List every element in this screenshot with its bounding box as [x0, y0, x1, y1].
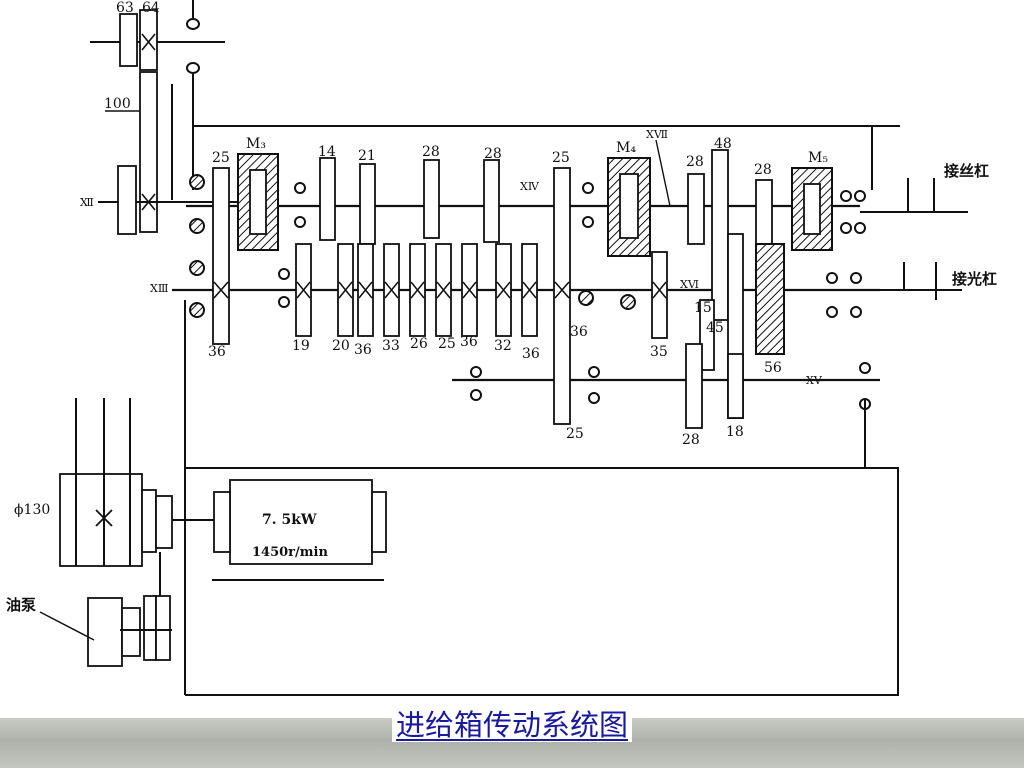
tooth-label-100: 100 — [104, 96, 131, 112]
clutch-label-m5: M₅ — [808, 150, 828, 166]
tooth-label-28-d: 28 — [754, 162, 772, 178]
shaft-label-xvi: ⅩⅥ — [680, 278, 699, 291]
slide-caption-text: 进给箱传动系统图 — [391, 708, 632, 742]
bearing-rings — [278, 182, 871, 410]
tooth-label-28-a: 28 — [422, 144, 440, 160]
tooth-label-26: 26 — [410, 336, 428, 352]
oil-pump-gear-b — [155, 595, 171, 661]
gear-28-b — [483, 159, 500, 243]
tooth-label-28-b: 28 — [484, 146, 502, 162]
tooth-label-64: 64 — [142, 0, 160, 16]
gear-28-c — [687, 173, 705, 245]
gear-35-hub — [652, 281, 667, 299]
tooth-label-28-c: 28 — [686, 154, 704, 170]
gear-64-hub-mark — [141, 33, 156, 51]
tooth-label-48: 48 — [714, 136, 732, 152]
gear-xii-hub-mark — [141, 193, 156, 211]
label-to-feedrod: 接光杠 — [952, 270, 997, 288]
tooth-label-18: 18 — [726, 424, 744, 440]
pulley-small-1 — [141, 489, 157, 553]
label-oil-pump: 油泵 — [6, 596, 36, 614]
tooth-label-63: 63 — [116, 0, 134, 16]
tooth-label-20: 20 — [332, 338, 350, 354]
oil-pump-gear-a — [143, 595, 157, 661]
oil-pump-leader — [39, 611, 95, 641]
gear-48 — [711, 149, 729, 321]
tooth-label-36-a: 36 — [208, 344, 226, 360]
gear-14 — [319, 157, 336, 241]
gear-63 — [119, 13, 138, 67]
gear-18 — [727, 353, 744, 419]
label-to-leadscrew: 接丝杠 — [944, 162, 989, 180]
tooth-label-28-e: 28 — [682, 432, 700, 448]
tooth-label-36-d: 36 — [522, 346, 540, 362]
tooth-label-36-e: 36 — [570, 324, 588, 340]
tooth-label-25-d: 25 — [566, 426, 584, 442]
drive-frame-line — [185, 467, 899, 696]
bearing-top-1 — [186, 18, 200, 30]
tooth-label-45: 45 — [706, 320, 724, 336]
gear-21 — [359, 163, 376, 245]
tooth-label-35: 35 — [650, 344, 668, 360]
clutch-m3-core — [249, 169, 267, 235]
pulley-hub-mark — [95, 509, 113, 527]
gear-25-left — [212, 167, 230, 345]
gear-100 — [139, 71, 158, 233]
gear-xii-left — [117, 165, 137, 235]
tooth-label-25-b: 25 — [438, 336, 456, 352]
clutch-label-m3: M₃ — [246, 136, 266, 152]
clutch-label-m4: M₄ — [616, 140, 636, 156]
lower-gear-hub-marks — [296, 281, 537, 299]
gear-15 — [699, 299, 715, 371]
bearing-set-left — [189, 174, 205, 318]
pulley-small-2 — [155, 495, 173, 549]
shaft-xvii-leader — [655, 139, 671, 207]
motor-speed: 1450r/min — [252, 545, 328, 560]
oil-pump-body — [87, 597, 123, 667]
gear-28-a — [423, 159, 440, 239]
tooth-label-19: 19 — [292, 338, 310, 354]
shaft-label-xv: ⅩⅤ — [806, 374, 823, 387]
motor-end-right — [371, 491, 387, 553]
motor-end-left — [213, 491, 231, 553]
tooth-label-14: 14 — [318, 144, 336, 160]
gear-25-hub-mark — [213, 281, 229, 299]
shaft-label-xvii: ⅩⅦ — [646, 128, 668, 141]
tooth-label-36-b: 36 — [354, 342, 372, 358]
gear-56 — [755, 243, 785, 355]
gear-28-d — [755, 179, 773, 245]
shaft-label-xii: Ⅻ — [80, 196, 94, 209]
tooth-label-15: 15 — [694, 300, 712, 316]
clutch-m5-core — [803, 183, 821, 235]
gear-35 — [651, 251, 668, 339]
bearing-set-mid — [578, 290, 636, 310]
tooth-label-56: 56 — [764, 360, 782, 376]
shaft-label-xiii: ⅩⅢ — [150, 282, 168, 295]
tooth-label-33: 33 — [382, 338, 400, 354]
gear-64 — [139, 9, 158, 71]
tooth-label-25-a: 25 — [212, 150, 230, 166]
tooth-label-32: 32 — [494, 338, 512, 354]
motor-power: 7. 5kW — [262, 512, 317, 528]
gear-28-e — [685, 343, 703, 429]
clutch-m4-core — [619, 173, 639, 239]
shaft-label-xiv: ⅩⅣ — [520, 180, 540, 193]
slide-caption: 进给箱传动系统图 — [0, 702, 1024, 744]
tooth-label-21: 21 — [358, 148, 376, 164]
gear-25-tall — [553, 167, 571, 425]
tooth-label-25-c: 25 — [552, 150, 570, 166]
bearing-top-2 — [186, 62, 200, 74]
label-pulley-diameter: ϕ130 — [14, 502, 50, 518]
tooth-label-36-c: 36 — [460, 334, 478, 350]
oil-pump-end — [121, 607, 141, 657]
gear-25-tall-hub — [554, 281, 570, 299]
